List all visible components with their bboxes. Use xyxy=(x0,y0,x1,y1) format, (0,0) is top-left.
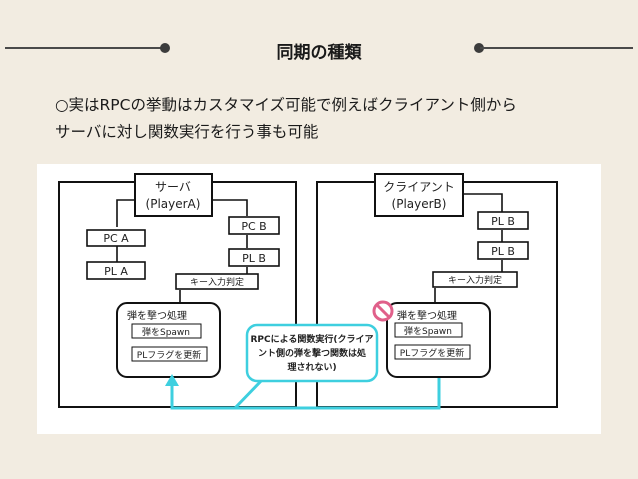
client-title-1: クライアント xyxy=(383,180,455,194)
client-plb1-label: PL B xyxy=(491,215,515,228)
client-title-box xyxy=(374,173,464,217)
rpc-callout-line-1: RPCによる関数実行(クライア xyxy=(251,333,374,345)
prohibit-icon xyxy=(372,300,394,322)
server-flag-box xyxy=(131,346,208,362)
header-rule-right xyxy=(480,47,633,49)
header-dot-left-icon xyxy=(160,43,170,53)
rpc-connector-line xyxy=(170,378,441,410)
client-key-box xyxy=(432,271,518,288)
server-pla-label: PL A xyxy=(104,265,128,278)
server-title-box xyxy=(134,173,213,217)
server-plb-label: PL B xyxy=(242,252,266,265)
client-tree xyxy=(463,193,503,212)
rpc-arrowhead-icon xyxy=(165,374,179,386)
server-pcb-box xyxy=(228,216,280,235)
server-flag-label: PLフラグを更新 xyxy=(137,349,201,361)
client-key-label: キー入力判定 xyxy=(448,274,502,286)
header-rule-left xyxy=(5,47,165,49)
rpc-callout-line-3: 理されない) xyxy=(287,362,336,373)
rpc-callout-box xyxy=(245,323,379,383)
server-pla-box xyxy=(86,261,146,280)
server-spawn-box xyxy=(131,323,202,339)
rpc-callout-line-2: ント側の弾を撃つ関数は処 xyxy=(258,347,367,359)
server-key-label: キー入力判定 xyxy=(190,276,244,288)
client-flag-label: PLフラグを更新 xyxy=(400,347,464,359)
client-spawn-box xyxy=(394,322,463,338)
server-plb-box xyxy=(228,248,280,267)
server-title-1: サーバ xyxy=(155,180,191,194)
client-plb2-label: PL B xyxy=(491,245,515,258)
rpc-callout-pointer xyxy=(233,378,264,410)
client-spawn-label: 弾をSpawn xyxy=(404,325,452,337)
header-dot-right-icon xyxy=(474,43,484,53)
body-text: ○実はRPCの挙動はカスタマイズ可能で例えばクライアント側から サーバに対し関数… xyxy=(55,92,615,146)
server-spawn-label: 弾をSpawn xyxy=(142,326,190,338)
server-pca-label: PC A xyxy=(103,232,129,245)
server-tree-right xyxy=(212,199,248,216)
client-plb1-box xyxy=(477,211,529,230)
client-title-2: (PlayerB) xyxy=(392,197,447,211)
server-title-2: (PlayerA) xyxy=(146,197,201,211)
body-line-2: サーバに対し関数実行を行う事も可能 xyxy=(55,123,319,141)
client-process-title: 弾を撃つ処理 xyxy=(397,309,457,322)
server-pcb-label: PC B xyxy=(241,220,266,233)
body-line-1: ○実はRPCの挙動はカスタマイズ可能で例えばクライアント側から xyxy=(55,96,517,114)
server-pca-box xyxy=(86,229,146,247)
server-process-title: 弾を撃つ処理 xyxy=(127,309,187,322)
server-key-box xyxy=(175,273,259,290)
server-tree-left xyxy=(116,199,135,227)
client-flag-box xyxy=(394,344,471,360)
rpc-diagram-svg: サーバ (PlayerA) PC A PL A PC B PL B キー入力判定… xyxy=(58,173,558,410)
rpc-diagram: サーバ (PlayerA) PC A PL A PC B PL B キー入力判定… xyxy=(37,164,601,434)
slide-title: 同期の種類 xyxy=(276,43,362,63)
client-plb2-box xyxy=(477,241,529,260)
